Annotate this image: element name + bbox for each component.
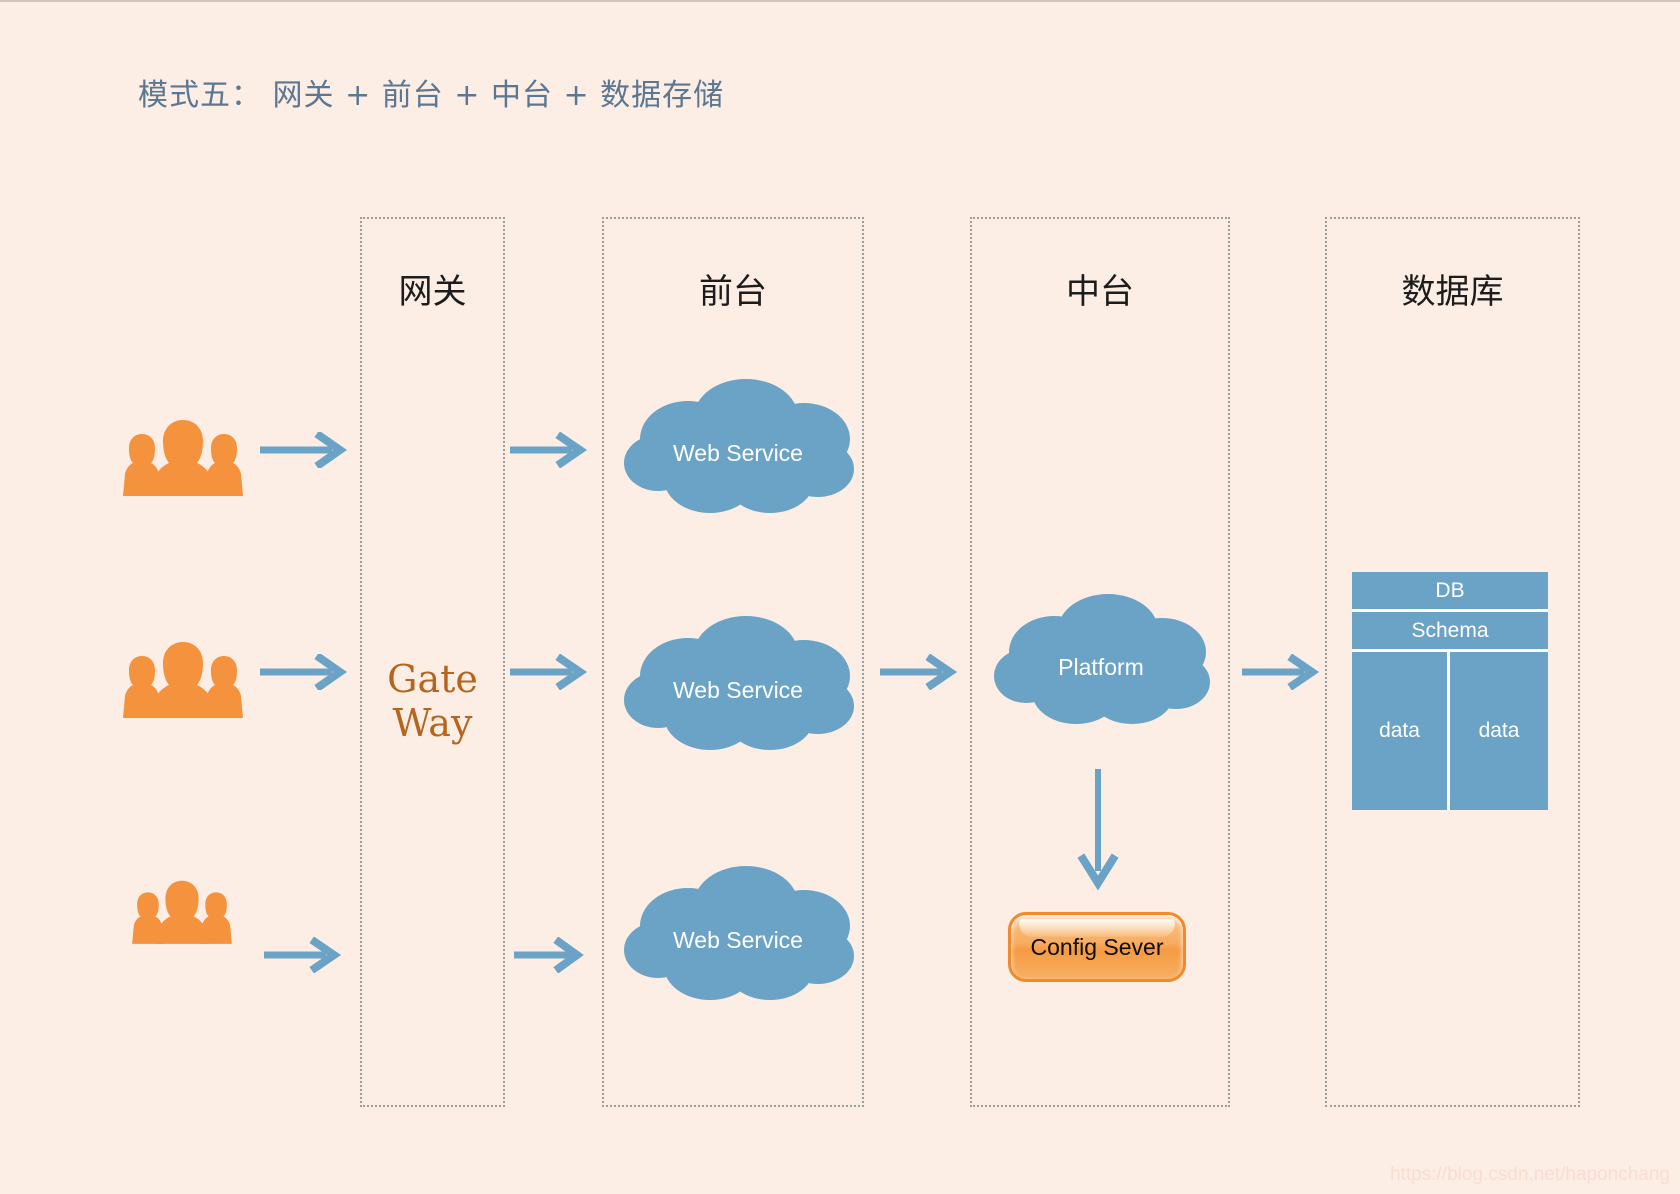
config-server-label: Config Sever [1030, 933, 1164, 960]
db-data-cell-2: data [1450, 652, 1548, 810]
config-server-box[interactable]: Config Sever [1008, 912, 1186, 982]
db-schema-cell: Schema [1352, 612, 1548, 652]
db-data-row: data data [1352, 652, 1548, 810]
arrow-right-icon-users2-gateway [258, 654, 350, 690]
database-table: DB Schema data data [1352, 572, 1548, 810]
lane-middle-label: 中台 [1066, 272, 1134, 312]
arrow-right-icon-platform-database [1240, 654, 1322, 690]
arrow-right-icon-frontend-platform [878, 654, 960, 690]
db-data-cell-1: data [1352, 652, 1450, 810]
cloud-icon-platform [990, 592, 1212, 740]
lane-gateway: 网关 [360, 217, 505, 1107]
lane-frontend-label: 前台 [699, 272, 767, 312]
lane-database-label: 数据库 [1401, 272, 1504, 312]
lane-frontend: 前台 [602, 217, 864, 1107]
arrow-right-icon-gateway-service1 [508, 432, 590, 468]
arrow-right-icon-users1-gateway [258, 432, 350, 468]
cloud-icon-web-service-2 [618, 614, 858, 764]
cloud-icon-web-service-1 [618, 377, 858, 527]
arrow-right-icon-gateway-service2 [508, 654, 590, 690]
lane-middle: 中台 [970, 217, 1230, 1107]
gateway-label: Gate Way [387, 657, 478, 745]
watermark: https://blog.csdn.net/haponchang [1390, 1164, 1670, 1185]
db-header-cell: DB [1352, 572, 1548, 612]
users-group-1 [118, 400, 248, 496]
lane-gateway-label: 网关 [398, 272, 467, 312]
users-group-3 [128, 864, 236, 944]
users-group-2 [118, 622, 248, 718]
arrow-right-icon-users3-gateway [262, 937, 344, 973]
lane-database: 数据库 [1325, 217, 1580, 1107]
cloud-icon-web-service-3 [618, 864, 858, 1014]
arrow-right-icon-gateway-service3 [512, 937, 586, 973]
page-title: 模式五： 网关 + 前台 + 中台 + 数据存储 [138, 78, 725, 113]
arrow-down-icon-platform-config [1075, 767, 1121, 897]
